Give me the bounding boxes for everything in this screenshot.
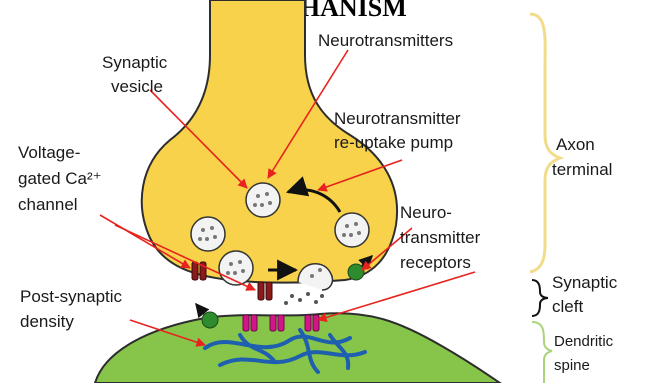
vesicle — [191, 217, 225, 251]
fusing-vesicle — [298, 264, 332, 290]
label-axon-line-2: terminal — [552, 160, 612, 179]
label-receptors: Neuro- transmitter receptors — [400, 203, 485, 272]
label-synaptic-vesicle: Synaptic vesicle — [102, 53, 172, 96]
label-psd-line-1: Post-synaptic — [20, 287, 123, 306]
vesicle — [335, 213, 369, 247]
label-calcium-channel-line-3: channel — [18, 195, 78, 214]
label-neurotransmitters: Neurotransmitters — [318, 31, 453, 50]
label-cleft-line-1: Synaptic — [552, 273, 618, 292]
vesicle — [246, 183, 280, 217]
receptors — [243, 315, 319, 331]
label-receptors-line-3: receptors — [400, 253, 471, 272]
bracket-synaptic-cleft — [532, 280, 548, 316]
label-synaptic-vesicle-line-2: vesicle — [111, 77, 163, 96]
label-calcium-channel-line-2: gated Ca²⁺ — [18, 169, 102, 188]
bracket-dendritic-spine — [532, 322, 552, 383]
vesicle — [219, 251, 253, 285]
label-dendrite-line-2: spine — [554, 357, 590, 374]
label-axon-line-1: Axon — [556, 135, 595, 154]
label-reuptake-pump: Neurotransmitter re-uptake pump — [334, 109, 465, 152]
label-dendritic-spine: Dendritic spine — [554, 333, 617, 374]
cleft-neurotransmitters — [284, 292, 324, 305]
label-reuptake-pump-line-2: re-uptake pump — [334, 133, 453, 152]
label-calcium-channel: Voltage- gated Ca²⁺ channel — [18, 143, 106, 214]
label-calcium-channel-line-1: Voltage- — [18, 143, 80, 162]
label-cleft-line-2: cleft — [552, 297, 583, 316]
label-receptors-line-2: transmitter — [400, 228, 481, 247]
label-dendrite-line-1: Dendritic — [554, 333, 614, 350]
label-synaptic-vesicle-line-1: Synaptic — [102, 53, 168, 72]
label-synaptic-cleft: Synaptic cleft — [552, 273, 622, 316]
label-reuptake-pump-line-1: Neurotransmitter — [334, 109, 461, 128]
dendritic-spine-shape — [95, 313, 500, 383]
label-psd-line-2: density — [20, 312, 74, 331]
label-receptors-line-1: Neuro- — [400, 203, 452, 222]
label-post-synaptic-density: Post-synaptic density — [20, 287, 127, 331]
